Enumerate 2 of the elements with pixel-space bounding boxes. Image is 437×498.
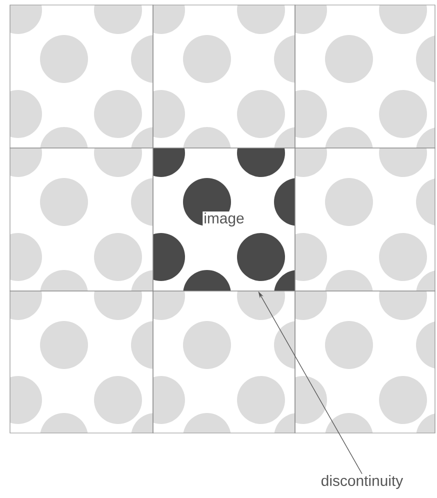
callout-label: discontinuity — [322, 475, 404, 489]
image-tile: image — [152, 148, 296, 292]
